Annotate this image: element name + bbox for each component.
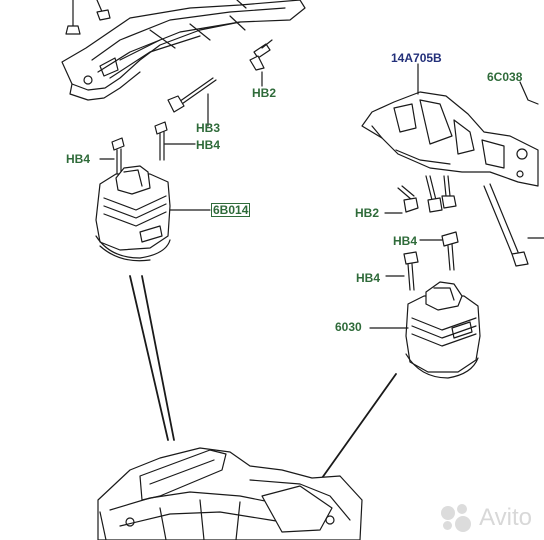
label-part-14a705b: 14A705B <box>391 51 442 65</box>
avito-logo-icon <box>441 504 475 532</box>
upper-left-bracket <box>61 0 306 101</box>
right-engine-mount <box>369 281 481 379</box>
label-hb4-left-lower: HB4 <box>66 152 91 166</box>
label-part-6030: 6030 <box>335 320 362 334</box>
label-hb4-left-upper: HB4 <box>196 138 221 152</box>
avito-watermark: Avito <box>441 504 532 532</box>
hb4-left-bolts <box>99 121 196 179</box>
label-part-6b014: 6B014 <box>211 203 251 217</box>
label-hb2-top: HB2 <box>252 86 277 100</box>
right-pointer-line <box>321 373 397 479</box>
subframe <box>97 447 363 540</box>
label-hb4-right-lower: HB4 <box>356 271 381 285</box>
hb3-long-bolt <box>167 77 217 127</box>
left-pointer-lines <box>129 275 175 441</box>
upper-bolts <box>65 0 247 35</box>
right-upper-bracket <box>361 63 539 187</box>
hb4-right-bolts <box>385 231 459 291</box>
hb2-right-bolts <box>384 175 544 267</box>
label-hb4-right-upper: HB4 <box>393 234 418 248</box>
label-hb3: HB3 <box>196 121 221 135</box>
watermark-text: Avito <box>479 504 532 531</box>
hb2-top-bolt <box>249 39 273 87</box>
label-hb2-right: HB2 <box>355 206 380 220</box>
left-engine-mount <box>95 165 211 262</box>
label-part-6c038: 6C038 <box>487 70 523 84</box>
